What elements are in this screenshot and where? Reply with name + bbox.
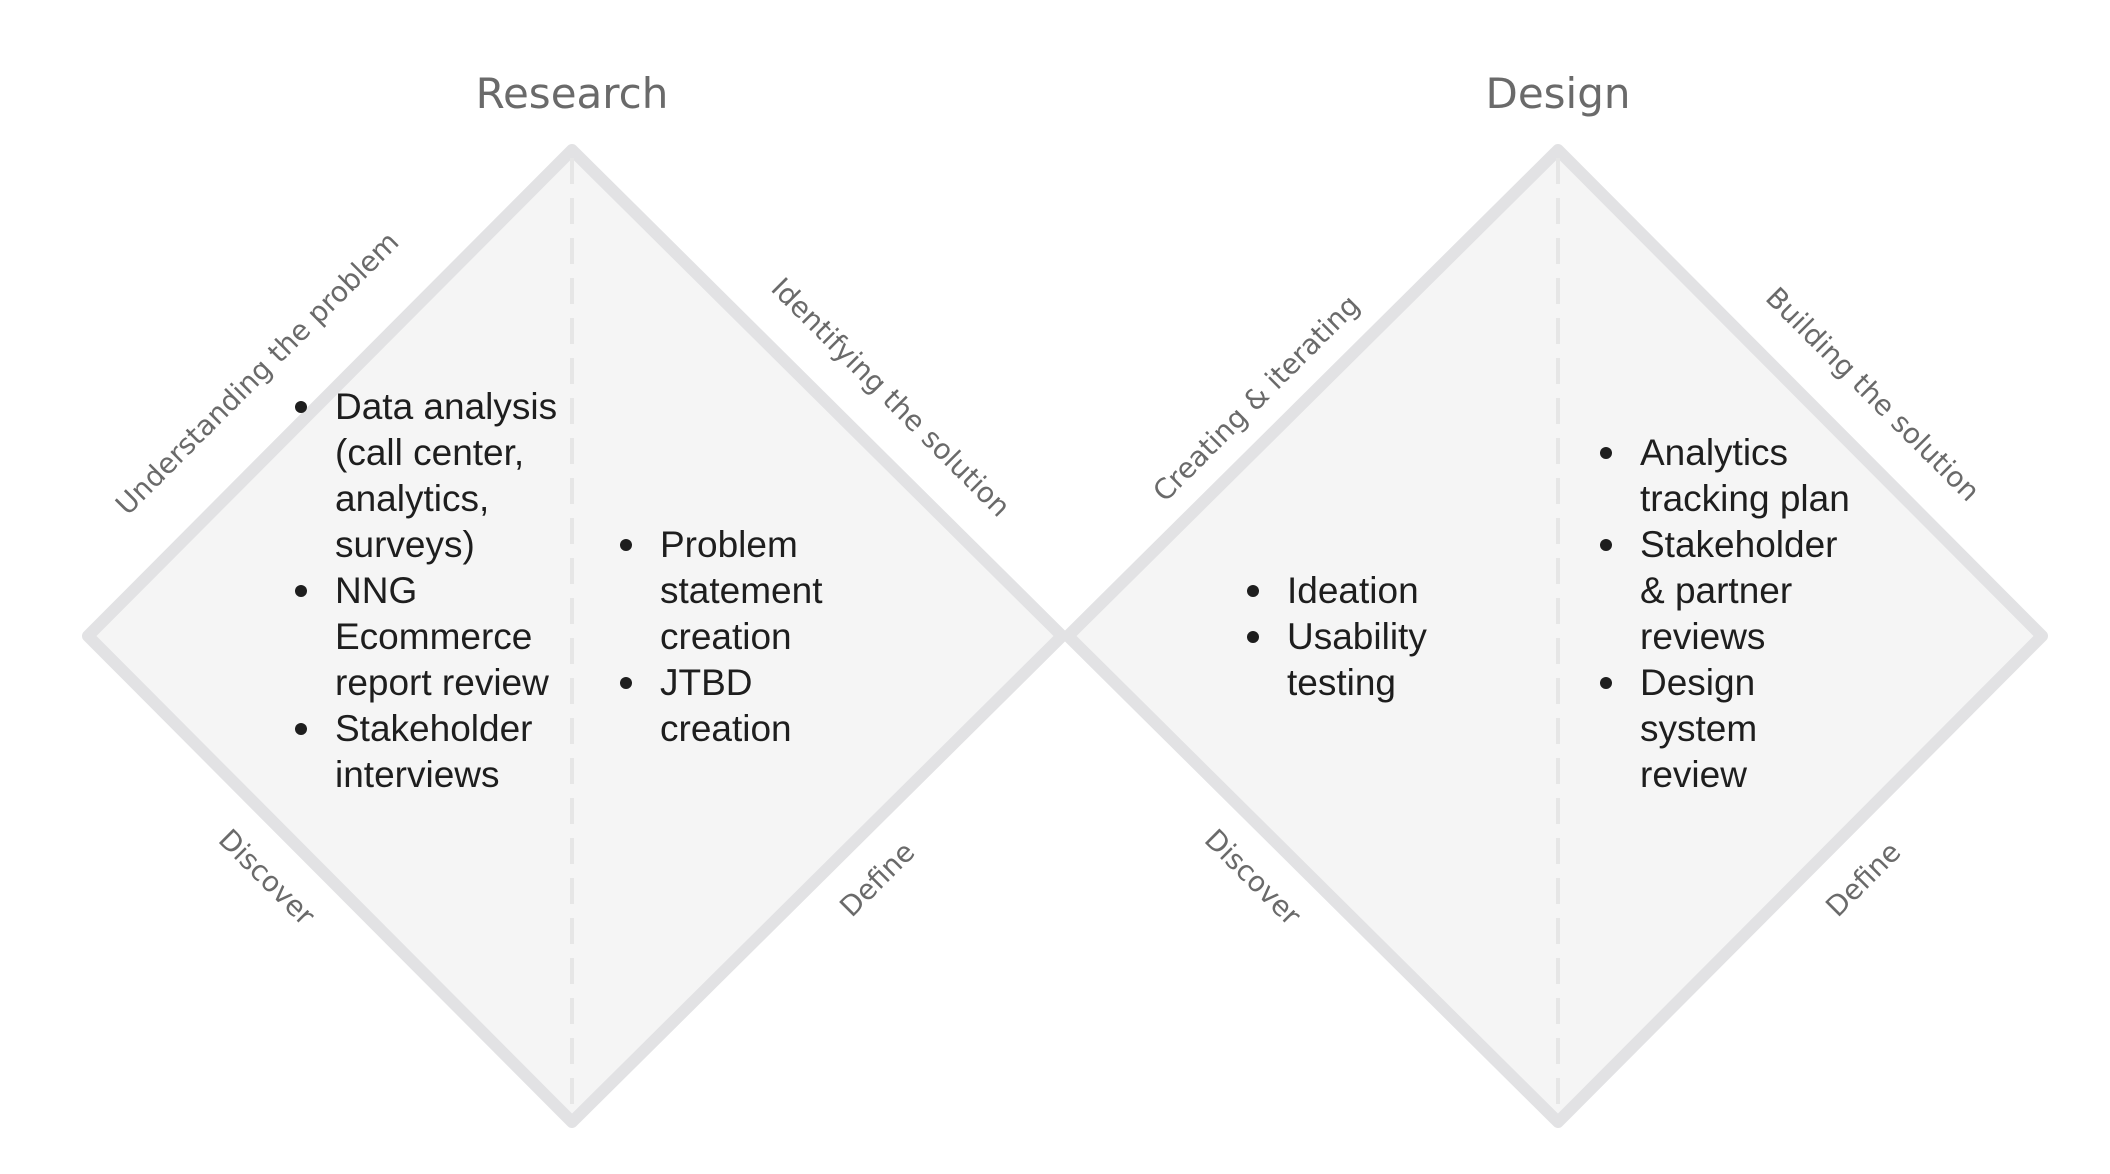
list-item: Analytics tracking plan <box>1595 430 1865 522</box>
research-title: Research <box>476 69 669 118</box>
design-diamond: Design Creating & iterating Building the… <box>1062 69 2048 1128</box>
list-item: JTBD creation <box>615 660 855 752</box>
list-item: Design system review <box>1595 660 1865 798</box>
research-define-list: Problem statement creation JTBD creation <box>615 522 855 752</box>
list-item: Problem statement creation <box>615 522 855 660</box>
list-item: Stakeholder & partner reviews <box>1595 522 1865 660</box>
design-discover-list: Ideation Usability testing <box>1242 568 1502 706</box>
list-item: Data analysis (call center, analytics, s… <box>290 384 575 568</box>
list-item: NNG Ecommerce report review <box>290 568 575 706</box>
list-item: Stakeholder interviews <box>290 706 575 798</box>
research-diamond: Research Understanding the problem Ident… <box>82 69 1068 1128</box>
research-discover-list: Data analysis (call center, analytics, s… <box>290 384 575 798</box>
design-diamond-shape <box>1062 144 2048 1128</box>
design-title: Design <box>1485 69 1630 118</box>
list-item: Usability testing <box>1242 614 1502 706</box>
research-diamond-shape <box>82 144 1068 1128</box>
list-item: Ideation <box>1242 568 1502 614</box>
design-define-list: Analytics tracking plan Stakeholder & pa… <box>1595 430 1865 798</box>
